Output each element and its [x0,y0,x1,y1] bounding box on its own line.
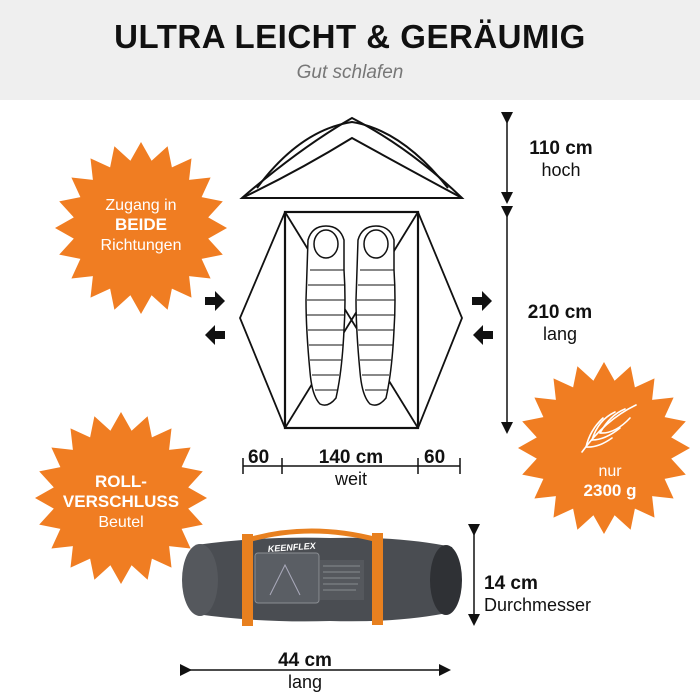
page-subtitle: Gut schlafen [296,62,404,83]
arrow-left-icon [205,325,225,345]
weight-starburst [518,362,690,534]
carry-strap-right [372,533,383,625]
access-starburst [55,142,227,314]
length-label: 210 cm lang [510,302,610,345]
access-badge-line1: Zugang in [105,197,177,214]
header-banner: ULTRA LEICHT & GERÄUMIG Gut schlafen [0,0,700,100]
bag-starburst [35,412,207,584]
pack-length-unit: lang [287,671,323,692]
packed-tent-bag: KEENFLEX [182,528,462,626]
carry-strap-left [242,534,253,626]
pack-diameter-unit: Durchmesser [484,594,592,615]
height-unit: hoch [541,159,581,180]
pack-diameter-label: 14 cm Durchmesser [484,573,614,616]
bag-badge-line2: VERSCHLUSS [62,492,180,512]
brand-logo: KEENFLEX [267,541,317,554]
height-value: 110 cm [529,138,593,159]
bag-badge: ROLL- VERSCHLUSS Beutel [58,472,184,532]
bag-badge-line3: Beutel [98,513,144,531]
pack-length-label: 44 cm lang [260,650,350,693]
access-badge: Zugang in BEIDE Richtungen [80,196,202,255]
weight-badge-line1: nur [598,463,622,480]
length-unit: lang [542,323,578,344]
weight-badge: nur 2300 g [560,462,660,502]
vestibule-right-value: 60 [424,447,446,468]
pack-diameter-value: 14 cm [484,573,538,594]
height-label: 110 cm hoch [516,138,606,181]
weight-badge-line2: 2300 g [583,481,637,501]
pack-length-value: 44 cm [278,650,332,671]
access-badge-line2: BEIDE [115,215,167,235]
page-title: ULTRA LEICHT & GERÄUMIG [114,18,586,55]
access-badge-line3: Richtungen [100,236,182,254]
tent-floor-plan [239,210,463,430]
bag-badge-line1: ROLL- [95,472,147,491]
carry-handle [247,528,379,543]
arrow-right-icon [472,291,492,311]
vestibule-left-value: 60 [248,447,270,468]
width-unit: weit [334,468,367,489]
sleeping-bag-left [305,225,346,406]
sleeping-bag-right [355,225,396,406]
width-label: 140 cm weit [296,447,406,490]
length-value: 210 cm [527,302,593,323]
arrow-right-icon [205,291,225,311]
width-value: 140 cm [318,447,384,468]
arrow-left-icon [473,325,493,345]
feather-icon [581,404,637,453]
tent-side-view [239,116,465,199]
